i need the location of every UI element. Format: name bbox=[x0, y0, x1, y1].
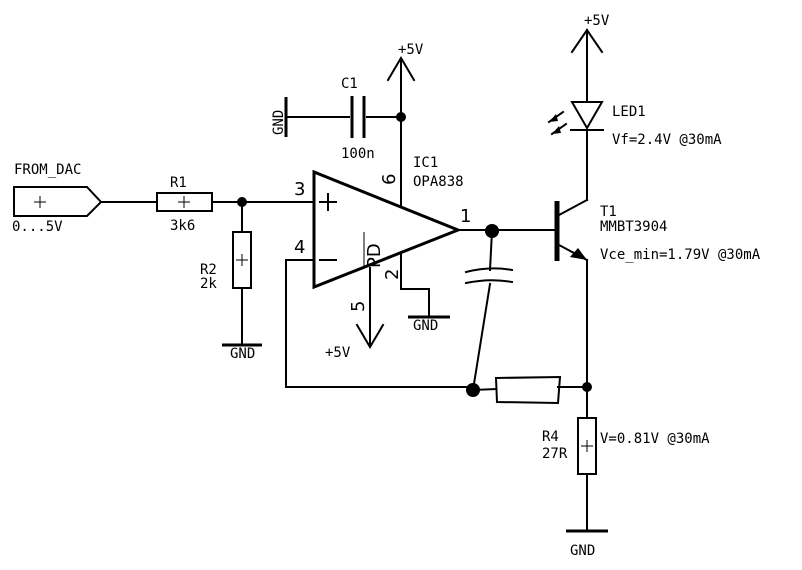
from-dac-port bbox=[13, 186, 158, 217]
feedback-wire bbox=[285, 259, 474, 388]
vcc-led-symbol bbox=[570, 28, 604, 103]
from-dac-range-label: 0...5V bbox=[12, 219, 63, 235]
ic1-opamp bbox=[312, 169, 463, 290]
gnd-r2-label: GND bbox=[230, 346, 255, 362]
pd-label: PD bbox=[364, 243, 385, 268]
pin-5-label: 5 bbox=[348, 301, 369, 312]
c1-name-label: C1 bbox=[341, 76, 358, 92]
gnd-r4-label: GND bbox=[570, 543, 595, 559]
pin-6-label: 6 bbox=[379, 174, 400, 185]
led1 bbox=[547, 101, 604, 201]
r4-name-label: R4 bbox=[542, 429, 559, 445]
gnd-ic1-label: GND bbox=[413, 318, 438, 334]
vcc-opamp-top-label: +5V bbox=[398, 42, 424, 58]
vcc-opamp-bottom-symbol bbox=[355, 267, 385, 349]
led1-name-label: LED1 bbox=[612, 104, 646, 120]
gnd-c1-label: GND bbox=[271, 110, 287, 135]
vcc-opamp-top-symbol bbox=[386, 56, 416, 208]
r1-name-label: R1 bbox=[170, 175, 187, 191]
r1-resistor bbox=[156, 192, 315, 212]
pin-2-label: 2 bbox=[382, 269, 403, 280]
pin-3-label: 3 bbox=[294, 179, 305, 200]
r2-name-label: R2 bbox=[200, 262, 217, 278]
ic1-part-label: OPA838 bbox=[413, 174, 464, 190]
r4-resistor bbox=[566, 386, 608, 533]
c1-capacitor bbox=[284, 96, 402, 138]
r4-voltage-label: V=0.81V @30mA bbox=[600, 431, 710, 447]
led1-vf-label: Vf=2.4V @30mA bbox=[612, 132, 722, 148]
r4-value-label: 27R bbox=[542, 446, 568, 462]
feedback-resistor bbox=[471, 375, 588, 405]
ic1-name-label: IC1 bbox=[413, 155, 438, 171]
t1-part-label: MMBT3904 bbox=[600, 219, 667, 235]
c1-value-label: 100n bbox=[341, 146, 375, 162]
pin-4-label: 4 bbox=[294, 237, 305, 258]
r2-value-label: 2k bbox=[200, 276, 217, 292]
from-dac-label: FROM_DAC bbox=[14, 162, 81, 178]
pin-1-label: 1 bbox=[460, 206, 471, 227]
t1-vce-label: Vce_min=1.79V @30mA bbox=[600, 247, 761, 263]
vcc-opamp-bottom-label: +5V bbox=[325, 345, 351, 361]
t1-name-label: T1 bbox=[600, 204, 617, 220]
gnd-ic1-symbol bbox=[400, 254, 450, 319]
r1-value-label: 3k6 bbox=[170, 218, 195, 234]
vcc-led-label: +5V bbox=[584, 13, 610, 29]
t1-transistor bbox=[554, 198, 589, 388]
feedback-capacitor bbox=[464, 229, 514, 392]
r2-resistor bbox=[222, 201, 262, 347]
